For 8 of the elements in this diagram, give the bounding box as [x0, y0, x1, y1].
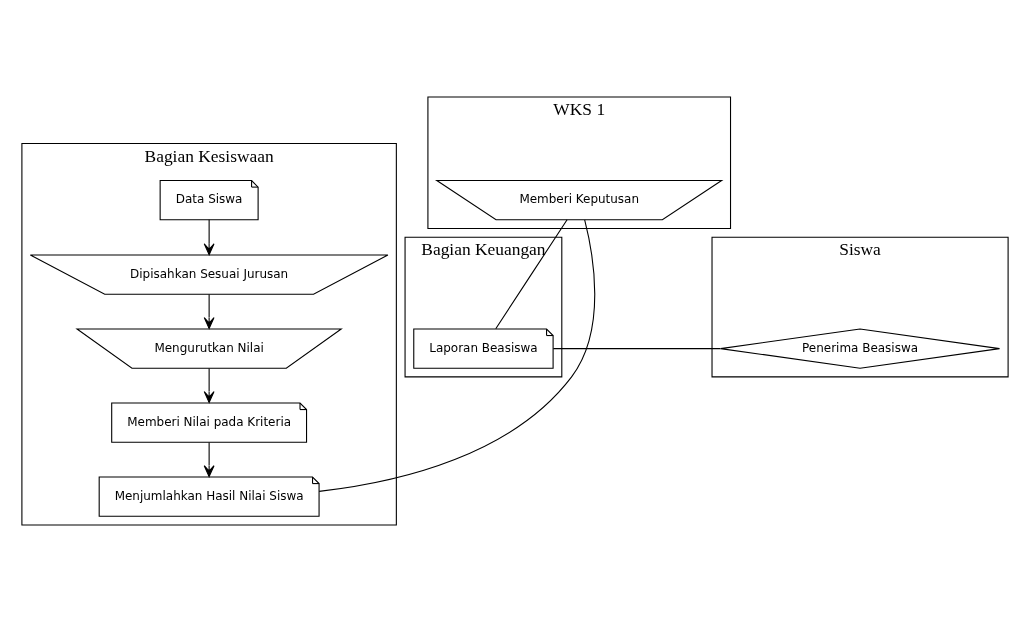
- connector: [495, 218, 568, 329]
- arrow: [203, 293, 215, 329]
- node-diamond: Penerima Beasiswa: [720, 327, 1001, 369]
- connector: [552, 347, 721, 349]
- connector: [318, 218, 596, 492]
- arrow: [203, 218, 215, 255]
- arrow: [203, 441, 215, 477]
- arrow: [203, 367, 215, 403]
